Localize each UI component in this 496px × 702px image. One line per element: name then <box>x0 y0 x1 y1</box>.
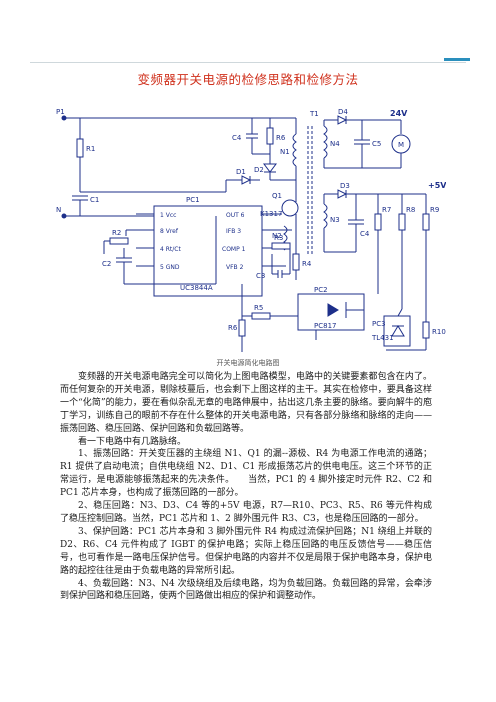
label-d2: D2 <box>254 166 264 174</box>
label-pin-rtct: 4 Rt/Ct <box>160 246 181 253</box>
resistor-r6-feedback <box>238 319 246 337</box>
label-r3: R3 <box>274 234 283 242</box>
resistor-r1 <box>76 138 84 158</box>
resistor-r8 <box>398 213 406 231</box>
paragraph-intro: 变频器的开关电源电路完全可以简化为上图电路模型，电路中的关键要素都包含在内了。而… <box>60 372 432 434</box>
label-c5: C5 <box>372 140 381 148</box>
label-n3: N3 <box>330 216 340 224</box>
label-n1: N1 <box>280 148 290 156</box>
resistor-r3 <box>271 242 291 250</box>
label-pc3-part: TL431 <box>371 334 394 342</box>
body-text: 变频器的开关电源电路完全可以简化为上图电路模型，电路中的关键要素都包含在内了。而… <box>60 371 432 603</box>
label-r9: R9 <box>430 206 439 214</box>
winding-n3 <box>323 203 328 229</box>
label-v5: +5V <box>428 181 446 190</box>
label-pin-comp: COMP 1 <box>222 246 246 253</box>
circuit-diagram: P1 R1 C1 N C4 R6 T1 N1 N4 D4 C5 24V M D2… <box>56 108 446 352</box>
label-c3: C3 <box>256 272 265 280</box>
label-24v: 24V <box>390 109 408 118</box>
label-d3: D3 <box>340 182 350 190</box>
paragraph-regulation: 2、稳压回路：N3、D3、C4 等的+5V 电源，R7—R10、PC3、R5、R… <box>60 501 432 524</box>
label-pin-vcc: 1 Vcc <box>160 212 176 219</box>
label-chip: UC3844A <box>180 284 213 292</box>
resistor-r7 <box>374 213 382 231</box>
resistor-r10 <box>422 321 430 339</box>
terminal-n <box>61 213 67 219</box>
label-p1: P1 <box>56 108 65 116</box>
label-pin-vref: 8 Vref <box>160 228 179 235</box>
resistor-r4 <box>292 253 300 271</box>
diode-d3 <box>337 189 348 199</box>
label-pc2: PC2 <box>314 286 328 294</box>
label-t1: T1 <box>309 110 319 118</box>
label-q1: Q1 <box>272 192 282 200</box>
paragraph-protection: 3、保护回路：PC1 芯片本身和 3 脚外围元件 R4 构成过流保护回路；N1 … <box>60 526 432 576</box>
winding-n1 <box>292 133 297 167</box>
diode-d2 <box>263 163 277 173</box>
label-r6-feedback: R6 <box>228 324 238 332</box>
label-c2: C2 <box>102 260 111 268</box>
diagram-caption: 开关电源简化电路图 <box>216 359 280 367</box>
label-r7: R7 <box>382 206 391 214</box>
label-d4: D4 <box>338 108 348 116</box>
label-n: N <box>56 206 61 214</box>
label-r2: R2 <box>112 229 121 237</box>
resistor-r5 <box>251 312 271 320</box>
label-r8: R8 <box>406 206 415 214</box>
label-d1: D1 <box>236 168 246 176</box>
resistor-r6-snubber <box>266 127 274 145</box>
paragraph-oscillation: 1、振荡回路：开关变压器的主绕组 N1、Q1 的漏--源极、R4 为电源工作电流… <box>60 449 432 499</box>
page-title: 变频器开关电源的检修思路和检修方法 <box>137 72 359 87</box>
label-n4: N4 <box>330 140 340 148</box>
label-r4: R4 <box>302 260 312 268</box>
label-pin-vfb: VFB 2 <box>226 264 244 271</box>
label-pc2-part: PC817 <box>314 322 336 330</box>
resistor-r2 <box>109 237 129 245</box>
label-m: M <box>398 141 404 149</box>
chip-pc1 <box>153 205 263 297</box>
diode-d4 <box>337 115 348 125</box>
paragraph-load: 4、负载回路：N3、N4 次级绕组及后续电路，均为负载回路。负载回路的异常，会牵… <box>60 578 432 602</box>
winding-n4 <box>323 125 328 159</box>
label-r1: R1 <box>86 145 95 153</box>
label-pin-gnd: 5 GND <box>160 264 180 271</box>
paragraph-overview: 看一下电路中有几路脉络。 <box>78 436 187 447</box>
label-pin-out: OUT 6 <box>226 212 245 219</box>
label-r5: R5 <box>254 304 263 312</box>
header-accent-mark <box>444 58 470 61</box>
label-c4: C4 <box>232 134 242 142</box>
label-c1: C1 <box>90 196 99 204</box>
label-pc1: PC1 <box>186 196 200 204</box>
label-pc3: PC3 <box>372 320 386 328</box>
label-pin-ifb: IFB 3 <box>226 228 241 235</box>
label-n2: N2 <box>272 232 282 240</box>
label-r6: R6 <box>276 134 286 142</box>
resistor-r9 <box>422 213 430 231</box>
mosfet-q1 <box>281 199 299 217</box>
diode-d1 <box>241 175 252 185</box>
label-r10: R10 <box>432 328 446 336</box>
header-rule <box>30 62 466 63</box>
label-c4-output: C4 <box>360 230 370 238</box>
label-q1-part: K1317 <box>260 210 282 218</box>
terminal-p1 <box>61 115 67 121</box>
